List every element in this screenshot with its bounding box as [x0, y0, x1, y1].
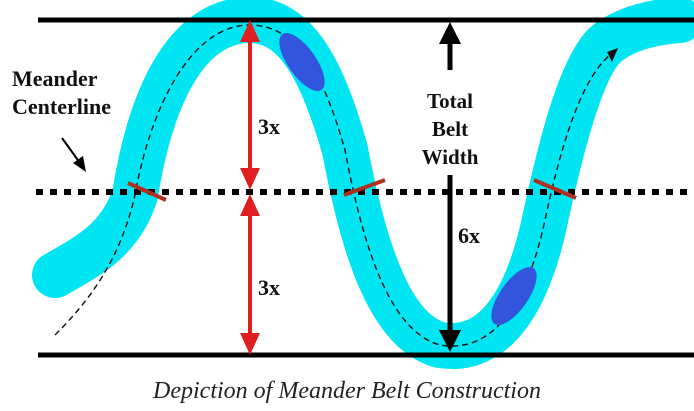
- lower-half-arrow-head-bottom: [240, 333, 260, 355]
- meander-channel: [32, 0, 694, 369]
- lower-half-arrow-head-top: [240, 194, 260, 216]
- total-width-arrow-head-bottom: [439, 330, 461, 352]
- total-belt-width-label-line2: Belt: [432, 117, 468, 141]
- meander-centerline-label-line2: Centerline: [12, 94, 111, 119]
- upper-half-arrow-head-top: [240, 20, 260, 42]
- crossing-mark-2: [343, 178, 386, 197]
- channel-centerline-dashed: [54, 24, 611, 347]
- total-width-arrow-head-top: [439, 22, 461, 44]
- figure-caption: Depiction of Meander Belt Construction: [152, 378, 541, 404]
- meander-centerline-label-line1: Meander: [12, 66, 98, 91]
- crossing-mark-3: [533, 178, 577, 200]
- total-belt-width-label-line1: Total: [427, 89, 473, 113]
- upper-half-arrow-head-bottom: [240, 168, 260, 190]
- centerline-pointer-head: [73, 156, 86, 172]
- full-width-label: 6x: [458, 223, 480, 248]
- total-belt-width-label-line3: Width: [422, 145, 479, 169]
- point-bar-upper: [279, 33, 325, 91]
- point-bar-lower: [491, 267, 537, 325]
- centerline-pointer-shaft: [61, 137, 81, 164]
- lower-half-label: 3x: [258, 275, 280, 300]
- upper-half-label: 3x: [258, 114, 280, 139]
- crossing-mark-1: [127, 181, 167, 202]
- centerline-arrow-head: [607, 48, 618, 62]
